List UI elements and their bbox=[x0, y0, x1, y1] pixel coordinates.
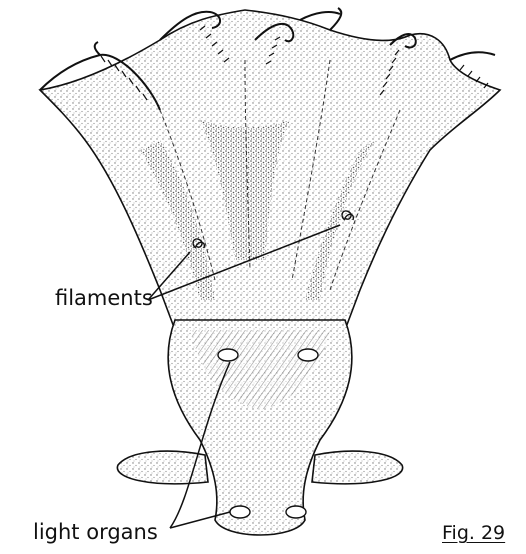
figure-number: Fig. 29 bbox=[442, 522, 505, 544]
web-membrane bbox=[40, 10, 500, 330]
mantle bbox=[168, 320, 352, 535]
filaments-label: filaments bbox=[55, 286, 153, 310]
light-organs-label: light organs bbox=[33, 520, 158, 544]
